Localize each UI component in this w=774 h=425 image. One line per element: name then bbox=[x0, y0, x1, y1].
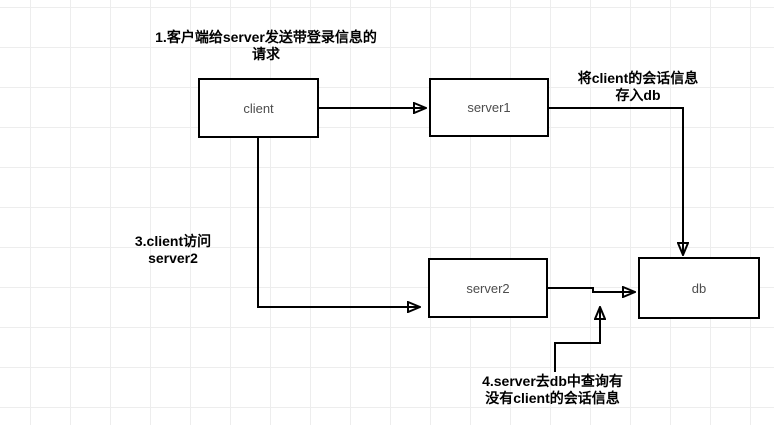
annotation-step4-line1: 4.server去db中查询有 bbox=[482, 373, 623, 389]
annotation-step2-line1: 将client的会话信息 bbox=[577, 70, 699, 86]
connector-step4-pointer[interactable] bbox=[554, 309, 600, 372]
node-server2-label: server2 bbox=[466, 280, 510, 296]
node-server1[interactable]: server1 bbox=[429, 78, 549, 137]
node-server2[interactable]: server2 bbox=[428, 258, 548, 318]
node-db-label: db bbox=[691, 280, 707, 296]
connector-server1-to-db[interactable] bbox=[549, 107, 683, 253]
annotation-step3[interactable]: 3.client访问 server2 bbox=[111, 233, 235, 267]
annotation-step1-line2: 请求 bbox=[252, 46, 280, 62]
annotation-step3-line2: server2 bbox=[148, 250, 198, 266]
annotation-step4[interactable]: 4.server去db中查询有 没有client的会话信息 bbox=[470, 373, 635, 407]
node-server1-label: server1 bbox=[467, 100, 511, 115]
annotation-step1-line1: 1.客户端给server发送带登录信息的 bbox=[155, 29, 377, 45]
annotation-step3-line1: 3.client访问 bbox=[134, 233, 212, 249]
annotation-step1[interactable]: 1.客户端给server发送带登录信息的 请求 bbox=[121, 29, 411, 63]
annotation-step2-store-session[interactable]: 将client的会话信息 存入db bbox=[558, 70, 718, 104]
annotation-step2-line2: 存入db bbox=[615, 87, 661, 103]
annotation-step4-line2: 没有client的会话信息 bbox=[485, 390, 620, 406]
connector-client-to-server2[interactable] bbox=[257, 138, 418, 307]
node-client-label: client bbox=[243, 100, 274, 116]
connector-server2-to-db[interactable] bbox=[548, 288, 633, 292]
node-client[interactable]: client bbox=[198, 78, 319, 138]
node-db[interactable]: db bbox=[638, 257, 760, 319]
